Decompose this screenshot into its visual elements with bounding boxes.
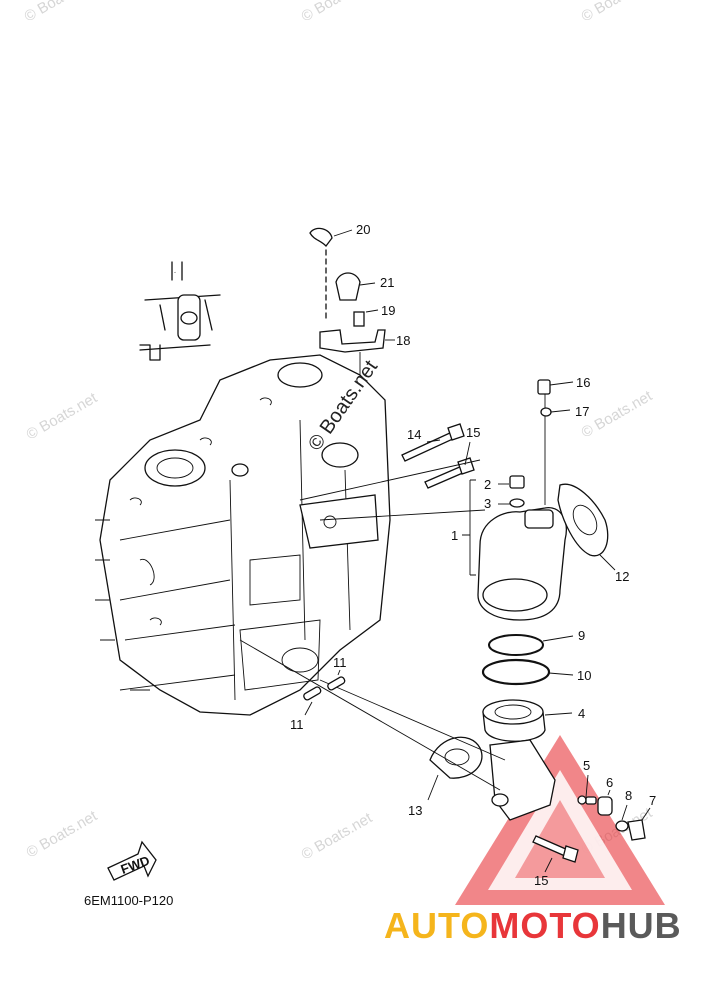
o-rings-and-housing: [239, 634, 574, 821]
watermark-3: © Boats.net: [579, 0, 656, 25]
callout-7: 7: [649, 793, 656, 808]
callout-11-lower: 11: [290, 717, 304, 732]
fwd-arrow-icon: FWD: [107, 840, 157, 881]
callout-12: 12: [615, 569, 629, 584]
callout-14: 14: [407, 427, 421, 442]
watermark-4: © Boats.net: [24, 389, 101, 443]
callout-17: 17: [575, 404, 589, 419]
callout-21: 21: [380, 275, 394, 290]
callouts: 20 21 19 18 16 17 14 15 2 3 1 12 9 10 11…: [290, 222, 656, 888]
brand-part-auto: AUTO: [384, 905, 490, 946]
callout-1: 1: [451, 528, 458, 543]
watermark-1: © Boats.net: [22, 0, 99, 25]
callout-20: 20: [356, 222, 370, 237]
brand-part-hub: HUB: [600, 905, 682, 946]
brand-part-moto: MOTO: [489, 905, 601, 946]
callout-3: 3: [484, 496, 491, 511]
bolt-and-fittings-lower: [532, 774, 651, 873]
callout-6: 6: [606, 775, 613, 790]
brand-logo-triangle: [455, 735, 665, 905]
callout-19: 19: [381, 303, 395, 318]
engine-block: [95, 354, 391, 716]
clip-assembly: [309, 227, 395, 420]
watermark-7: © Boats.net: [299, 809, 376, 863]
callout-2: 2: [484, 477, 491, 492]
callout-8: 8: [625, 788, 632, 803]
dowel-pins: [303, 669, 346, 716]
thermostat-cover: [299, 379, 616, 621]
watermark-5: © Boats.net: [579, 387, 656, 441]
callout-4: 4: [578, 706, 585, 721]
callout-5: 5: [583, 758, 590, 773]
callout-13: 13: [408, 803, 422, 818]
callout-9: 9: [578, 628, 585, 643]
watermark-6: © Boats.net: [24, 807, 101, 861]
diagram-code: 6EM1100-P120: [84, 893, 173, 908]
callout-11-upper: 11: [333, 655, 347, 670]
brand-wordmark: AUTOMOTOHUB: [384, 905, 682, 947]
callout-18: 18: [396, 333, 410, 348]
watermark-2: © Boats.net: [299, 0, 376, 25]
callout-10: 10: [577, 668, 591, 683]
callout-15-upper: 15: [466, 425, 480, 440]
callout-16: 16: [576, 375, 590, 390]
callout-15-lower: 15: [534, 873, 548, 888]
hose-upper: [170, 109, 547, 386]
head-fitting-detail: [139, 294, 221, 361]
